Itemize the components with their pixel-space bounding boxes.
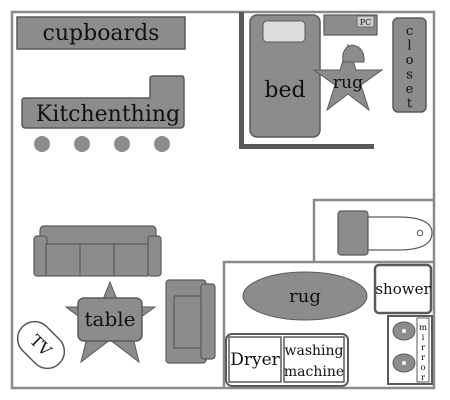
mirror-letter: o — [420, 363, 425, 373]
dryer-label: Dryer — [230, 350, 280, 370]
mirror-letter: i — [422, 333, 425, 343]
closet-letter: o — [406, 53, 414, 68]
stools — [34, 136, 170, 152]
pc-label: PC — [360, 18, 372, 27]
laundry: Dryer washing machine — [225, 333, 349, 387]
sofa — [33, 225, 162, 277]
stool — [74, 136, 90, 152]
washing-machine-label-2: machine — [284, 364, 344, 380]
mirror-letter: r — [421, 353, 426, 363]
mirror — [416, 317, 430, 383]
rug-bathroom: rug — [242, 271, 368, 321]
tv: TV — [16, 320, 66, 370]
mirror-letter: r — [421, 343, 426, 353]
shower: shower — [373, 263, 433, 315]
bathroom-walls — [222, 198, 434, 388]
table: table — [77, 297, 143, 342]
closet-letter: t — [407, 97, 413, 112]
armchair — [165, 279, 216, 364]
rug-bedroom-label: rug — [333, 73, 363, 93]
pc-desk: PC — [323, 14, 378, 36]
kitchenthing: Kitchenthing — [21, 75, 185, 129]
mirror-letter: r — [421, 373, 426, 383]
bedroom-walls — [239, 12, 374, 149]
stool — [114, 136, 130, 152]
pc-monitor — [356, 15, 375, 28]
cupboards: cupboards — [16, 16, 186, 50]
closet-letter: e — [406, 82, 414, 97]
stool — [154, 136, 170, 152]
pillow — [262, 20, 306, 43]
bed: bed — [249, 14, 321, 138]
closet-letter: c — [406, 24, 413, 39]
toilet — [337, 210, 433, 256]
closet-letter: l — [407, 39, 411, 54]
stool — [34, 136, 50, 152]
washing-machine-label: washing — [285, 343, 344, 359]
table-label: table — [85, 307, 136, 331]
mirror-letter: m — [419, 323, 427, 333]
shower-label: shower — [375, 280, 431, 298]
bed-label: bed — [264, 78, 305, 103]
kitchenthing-label: Kitchenthing — [36, 102, 180, 127]
washing-machine — [283, 336, 345, 383]
closet-letter: s — [406, 68, 413, 83]
cupboards-label: cupboards — [43, 21, 160, 46]
rug-bedroom: rug — [312, 43, 384, 112]
chair — [342, 44, 365, 63]
rug-bathroom-label: rug — [289, 286, 321, 307]
dryer — [228, 336, 282, 383]
